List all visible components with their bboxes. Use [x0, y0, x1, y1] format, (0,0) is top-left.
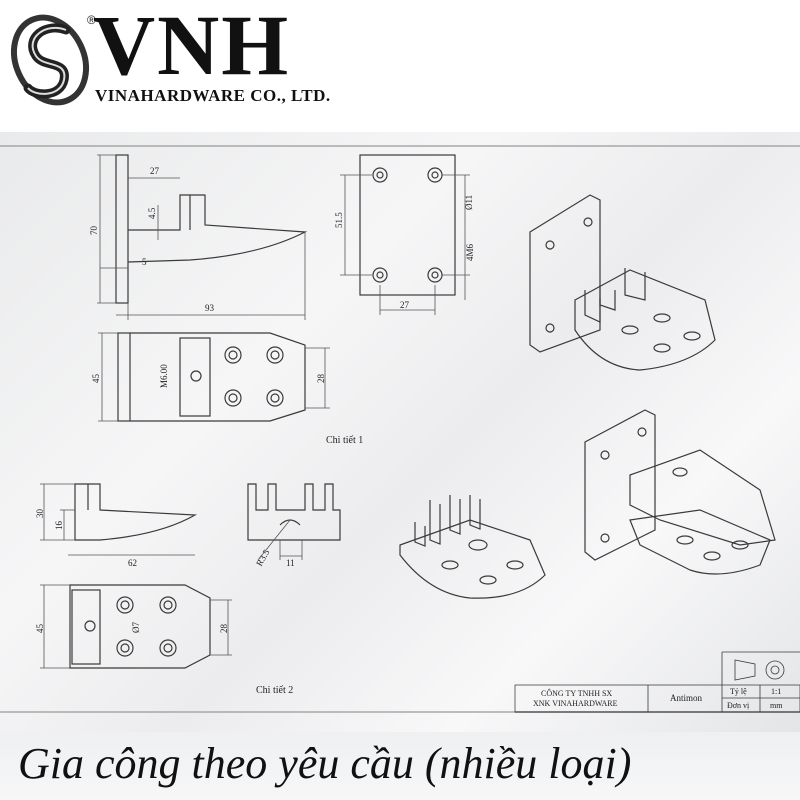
dim-label: 27 — [150, 166, 160, 176]
dim-label: 11 — [286, 558, 295, 568]
company-name: VINAHARDWARE CO., LTD. — [95, 86, 331, 105]
title-unit-label: Đơn vị — [727, 701, 750, 710]
isometric-view-3 — [584, 409, 776, 575]
header: ® VNH VINAHARDWARE CO., LTD. — [0, 0, 800, 132]
dim-label: 30 — [35, 509, 45, 519]
detail-label: Chi tiết 2 — [256, 685, 293, 696]
dim-label: 28 — [316, 374, 326, 384]
top-view-1 — [98, 332, 330, 422]
top-view-2 — [40, 584, 232, 669]
caption: Gia công theo yêu cầu (nhiều loại) — [18, 739, 632, 788]
registered-mark: ® — [87, 13, 96, 27]
dim-label: 45 — [35, 624, 45, 634]
front-view-2 — [247, 483, 341, 561]
dim-label: Ø7 — [131, 622, 141, 633]
title-scale-value: 1:1 — [771, 687, 781, 696]
title-scale-label: Tỷ lệ — [730, 687, 747, 696]
side-view-2 — [40, 483, 198, 556]
plate-view — [340, 154, 470, 315]
dim-label: 16 — [54, 521, 64, 531]
dim-label: 4M6 — [465, 243, 475, 261]
footer — [0, 732, 800, 800]
dim-label: 5 — [142, 257, 147, 267]
title-block — [514, 651, 800, 713]
dim-label: 62 — [128, 558, 137, 568]
dim-label: R3.5 — [254, 547, 272, 567]
dim-label: 45 — [91, 374, 101, 384]
title-material: Antimon — [670, 693, 703, 703]
dim-label: 70 — [89, 226, 99, 236]
detail-label: Chi tiết 1 — [326, 435, 363, 446]
side-view-1 — [97, 154, 308, 320]
dim-label: 28 — [219, 624, 229, 634]
dim-label: 51.5 — [334, 212, 344, 228]
title-company-line2: XNK VINAHARDWARE — [533, 699, 618, 708]
dim-label: 4.5 — [147, 207, 157, 219]
title-company-line1: CÔNG TY TNHH SX — [541, 688, 612, 698]
isometric-view-1 — [529, 194, 716, 371]
brand-name: VNH — [93, 0, 291, 93]
title-unit-value: mm — [770, 701, 783, 710]
dim-label: M6.00 — [159, 364, 169, 388]
technical-drawing: 27 70 4.5 5 93 51.5 Ø11 4M6 27 45 M6.00 … — [0, 132, 800, 732]
dim-label: 93 — [205, 303, 215, 313]
drawing-canvas: 27 70 4.5 5 93 51.5 Ø11 4M6 27 45 M6.00 … — [0, 145, 800, 713]
isometric-view-2 — [399, 495, 546, 599]
dim-label: Ø11 — [464, 195, 474, 210]
dim-label: 27 — [400, 300, 410, 310]
vnh-logo-icon — [11, 14, 89, 106]
